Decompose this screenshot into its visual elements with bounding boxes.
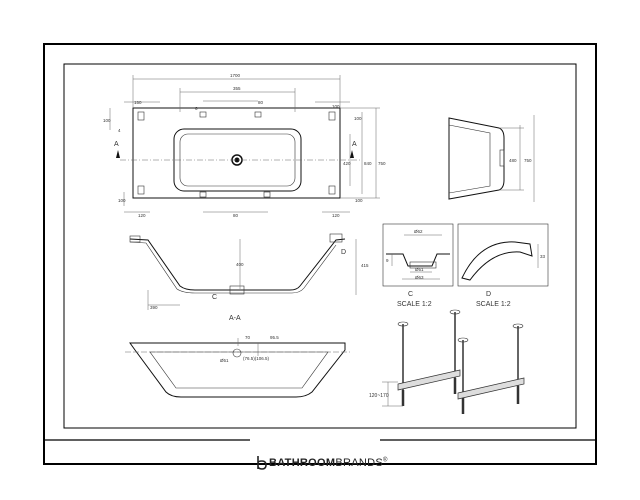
dim-side-480: 480	[509, 158, 517, 163]
dim-100-bl: 100	[118, 198, 126, 203]
detail-c-title: C	[408, 291, 413, 298]
detail-d-title: D	[486, 291, 491, 298]
view-labels: A A A-A C D C SCALE 1:2 D SCALE 1:2 120~…	[114, 141, 511, 399]
dim-bot-70: 70	[245, 335, 251, 340]
dim-120-r: 120	[332, 213, 340, 218]
detail-d-marker: D	[341, 249, 346, 256]
dim-355: 355	[233, 86, 241, 91]
leg-rail-right	[457, 377, 525, 400]
section-a-left: A	[114, 141, 119, 148]
plan-outer-rim	[132, 107, 341, 199]
brand-wordmark: BATHROOMBRANDS®	[269, 457, 388, 469]
dim-c-63: Ø63	[415, 275, 424, 280]
dim-bot-paren: (76.5)(106.5)	[243, 356, 270, 361]
leg-range-label: 120~170	[369, 393, 389, 399]
dim-overall-length: 1700	[230, 73, 241, 78]
detail-c-view	[382, 223, 454, 287]
dim-80-top: 80	[258, 100, 264, 105]
dim-sec-415: 415	[361, 263, 369, 268]
detail-c-marker: C	[212, 294, 217, 301]
dim-750: 750	[378, 161, 386, 166]
side-view	[448, 115, 535, 202]
dim-side-750: 750	[524, 158, 532, 163]
bottom-view	[125, 338, 350, 398]
dim-c-51: Ø51	[415, 267, 424, 272]
dim-100-rt: 100	[354, 116, 362, 121]
dim-120-l: 120	[138, 213, 146, 218]
dim-840: 840	[364, 161, 372, 166]
detail-c-scale: SCALE 1:2	[397, 301, 432, 308]
dim-sec-400: 400	[236, 262, 244, 267]
dimension-labels: 1700 355 80 150 6 100 100 4 100 840 750 …	[103, 73, 546, 363]
brand-registered: ®	[383, 457, 388, 464]
dim-c-62: Ø62	[414, 229, 423, 234]
dim-150: 150	[134, 100, 142, 105]
section-aa-title: A-A	[229, 315, 241, 322]
leg-assembly-view	[382, 309, 525, 414]
brand-logo: BATHROOMBRANDS®	[255, 453, 388, 473]
dim-bot-955: 95.5	[270, 335, 279, 340]
dim-100-l: 100	[103, 118, 111, 123]
plan-view	[109, 75, 380, 213]
detail-d-view	[457, 223, 549, 287]
brand-light: BRANDS	[335, 457, 384, 469]
detail-d-scale: SCALE 1:2	[476, 301, 511, 308]
dim-100-tr: 100	[332, 104, 340, 109]
dim-420: 420	[343, 161, 351, 166]
dim-bot-51: Ø51	[220, 358, 229, 363]
brand-bold: BATHROOM	[269, 457, 336, 469]
section-a-right: A	[352, 141, 357, 148]
brand-b-icon	[257, 456, 267, 470]
drain-detail-marker	[229, 285, 245, 295]
dim-6: 6	[195, 106, 198, 111]
section-aa-view	[129, 233, 357, 310]
outer-frame	[43, 43, 597, 465]
dim-sec-390: 390	[150, 305, 158, 310]
dim-d-33: 33	[540, 254, 546, 259]
dim-4: 4	[118, 128, 121, 133]
inner-border	[63, 63, 577, 429]
dim-100-br: 100	[355, 198, 363, 203]
dim-80-bot: 80	[233, 213, 239, 218]
dim-c-9: 9	[386, 258, 389, 263]
leg-rail-left	[397, 369, 461, 391]
